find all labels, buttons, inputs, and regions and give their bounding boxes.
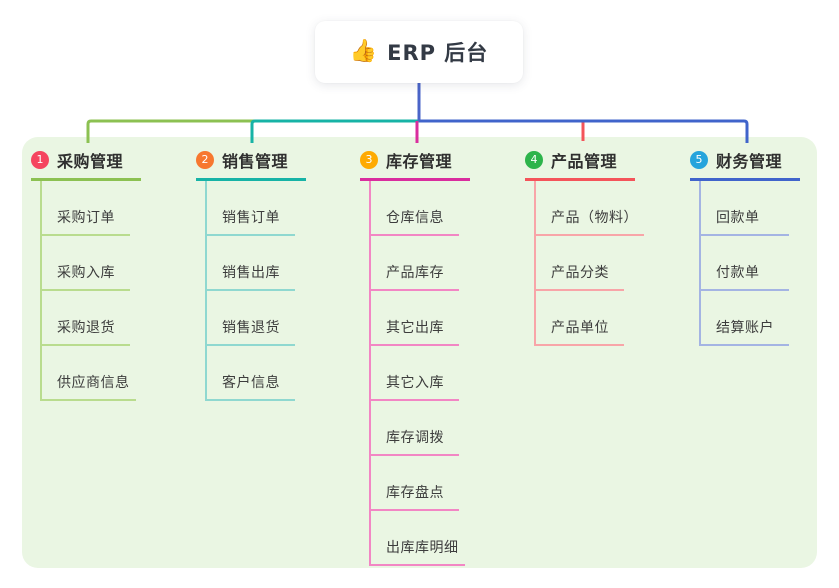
- branch-header-finance[interactable]: 5 财务管理: [690, 148, 800, 181]
- branch-item[interactable]: 库存调拨: [371, 401, 459, 456]
- branch-title: 销售管理: [222, 152, 289, 171]
- branch-item[interactable]: 采购订单: [42, 181, 130, 236]
- branch-title: 库存管理: [386, 152, 453, 171]
- branch-inventory: 3 库存管理 仓库信息产品库存其它出库其它入库库存调拨库存盘点出库库明细: [360, 148, 470, 566]
- branch-items: 回款单付款单结算账户: [699, 181, 789, 346]
- branch-product: 4 产品管理 产品（物料） 产品分类产品单位: [525, 148, 644, 346]
- branch-item-label: 供应商信息: [57, 375, 130, 391]
- root-node[interactable]: 👍 ERP 后台: [315, 21, 523, 83]
- branch-item[interactable]: 供应商信息: [42, 346, 136, 401]
- branch-item[interactable]: 仓库信息: [371, 181, 459, 236]
- branch-item-label: 库存盘点: [386, 485, 444, 501]
- branch-item[interactable]: 客户信息: [207, 346, 295, 401]
- branch-item[interactable]: 出库库明细: [371, 511, 465, 566]
- branch-item-label: 销售退货: [222, 320, 280, 336]
- branch-item-label: 产品（物料）: [551, 210, 638, 226]
- branch-item[interactable]: 采购入库: [42, 236, 130, 291]
- branch-item-label: 回款单: [716, 210, 760, 226]
- branch-title: 产品管理: [551, 152, 618, 171]
- branch-item[interactable]: 其它出库: [371, 291, 459, 346]
- branch-item[interactable]: 产品单位: [536, 291, 624, 346]
- branch-item[interactable]: 销售退货: [207, 291, 295, 346]
- branch-header-sales[interactable]: 2 销售管理: [196, 148, 306, 181]
- branch-items: 销售订单销售出库销售退货客户信息: [205, 181, 295, 401]
- branch-item[interactable]: 其它入库: [371, 346, 459, 401]
- branch-items: 仓库信息产品库存其它出库其它入库库存调拨库存盘点出库库明细: [369, 181, 465, 566]
- branch-item-label: 其它出库: [386, 320, 444, 336]
- branch-item-label: 销售订单: [222, 210, 280, 226]
- branch-item[interactable]: 付款单: [701, 236, 789, 291]
- branch-item-label: 其它入库: [386, 375, 444, 391]
- branch-item-label: 客户信息: [222, 375, 280, 391]
- branch-item-label: 采购订单: [57, 210, 115, 226]
- branch-item[interactable]: 结算账户: [701, 291, 789, 346]
- branch-item-label: 库存调拨: [386, 430, 444, 446]
- branch-item-label: 仓库信息: [386, 210, 444, 226]
- branch-item[interactable]: 库存盘点: [371, 456, 459, 511]
- branch-item-label: 付款单: [716, 265, 760, 281]
- thumbs-up-icon: 👍: [349, 39, 378, 64]
- branch-item[interactable]: 销售出库: [207, 236, 295, 291]
- branch-header-inventory[interactable]: 3 库存管理: [360, 148, 470, 181]
- branch-header-product[interactable]: 4 产品管理: [525, 148, 635, 181]
- branch-number-badge: 4: [525, 151, 543, 169]
- branch-items: 采购订单采购入库采购退货供应商信息: [40, 181, 136, 401]
- branch-title: 采购管理: [57, 152, 124, 171]
- branch-title: 财务管理: [716, 152, 783, 171]
- branch-item[interactable]: 销售订单: [207, 181, 295, 236]
- branch-header-purchase[interactable]: 1 采购管理: [31, 148, 141, 181]
- branch-item[interactable]: 产品分类: [536, 236, 624, 291]
- branch-item-label: 出库库明细: [386, 540, 459, 556]
- branch-item-label: 产品库存: [386, 265, 444, 281]
- branch-number-badge: 2: [196, 151, 214, 169]
- branch-item-label: 采购入库: [57, 265, 115, 281]
- branch-sales: 2 销售管理 销售订单销售出库销售退货客户信息: [196, 148, 306, 401]
- branch-item-label: 产品分类: [551, 265, 609, 281]
- branch-item-label: 销售出库: [222, 265, 280, 281]
- mindmap-panel: [22, 137, 817, 568]
- root-node-label: ERP 后台: [387, 41, 489, 65]
- branch-item[interactable]: 回款单: [701, 181, 789, 236]
- branch-number-badge: 3: [360, 151, 378, 169]
- branch-item-label: 采购退货: [57, 320, 115, 336]
- branch-number-badge: 1: [31, 151, 49, 169]
- branch-finance: 5 财务管理 回款单付款单结算账户: [690, 148, 800, 346]
- branch-purchase: 1 采购管理 采购订单采购入库采购退货供应商信息: [31, 148, 141, 401]
- branch-item-label: 结算账户: [716, 320, 774, 336]
- branch-item[interactable]: 产品（物料）: [536, 181, 644, 236]
- branch-number-badge: 5: [690, 151, 708, 169]
- branch-item[interactable]: 采购退货: [42, 291, 130, 346]
- branch-items: 产品（物料） 产品分类产品单位: [534, 181, 644, 346]
- branch-item[interactable]: 产品库存: [371, 236, 459, 291]
- branch-item-label: 产品单位: [551, 320, 609, 336]
